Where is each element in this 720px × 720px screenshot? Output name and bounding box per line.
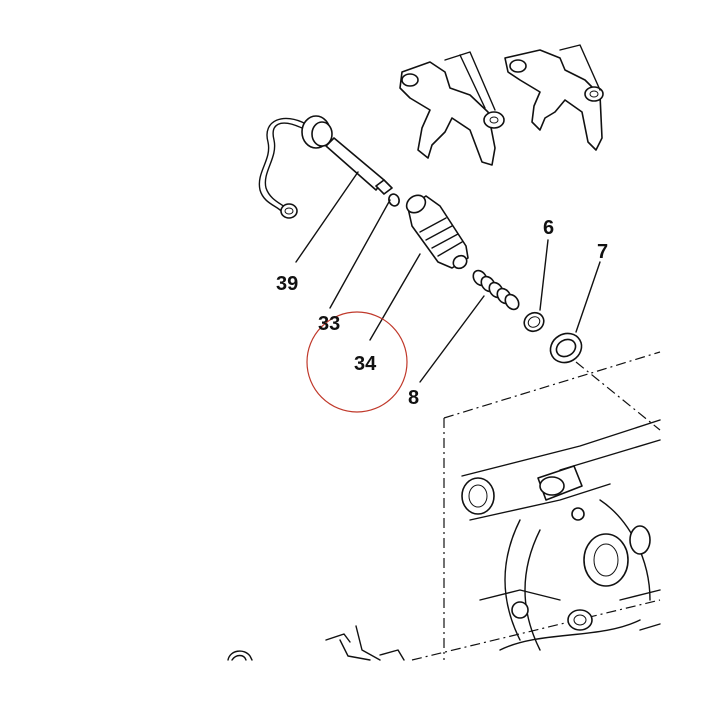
label-8: 8 bbox=[408, 387, 419, 409]
label-6: 6 bbox=[543, 217, 554, 239]
assembly-axis-line bbox=[575, 361, 661, 431]
part-7-seal bbox=[549, 332, 583, 364]
label-34: 34 bbox=[354, 353, 377, 375]
highlight-circle bbox=[306, 311, 408, 413]
part-8-spring bbox=[472, 269, 520, 311]
label-33: 33 bbox=[318, 313, 340, 335]
label-7: 7 bbox=[597, 241, 608, 263]
shift-fork-assembly bbox=[399, 44, 604, 166]
part-39-sensor bbox=[258, 115, 393, 219]
leader-lines bbox=[295, 171, 601, 383]
bottom-left-fragments bbox=[227, 625, 405, 661]
part-34-plunger bbox=[405, 194, 469, 270]
label-39: 39 bbox=[276, 273, 298, 295]
transmission-housing bbox=[411, 351, 661, 661]
part-6-circlip bbox=[523, 311, 545, 333]
